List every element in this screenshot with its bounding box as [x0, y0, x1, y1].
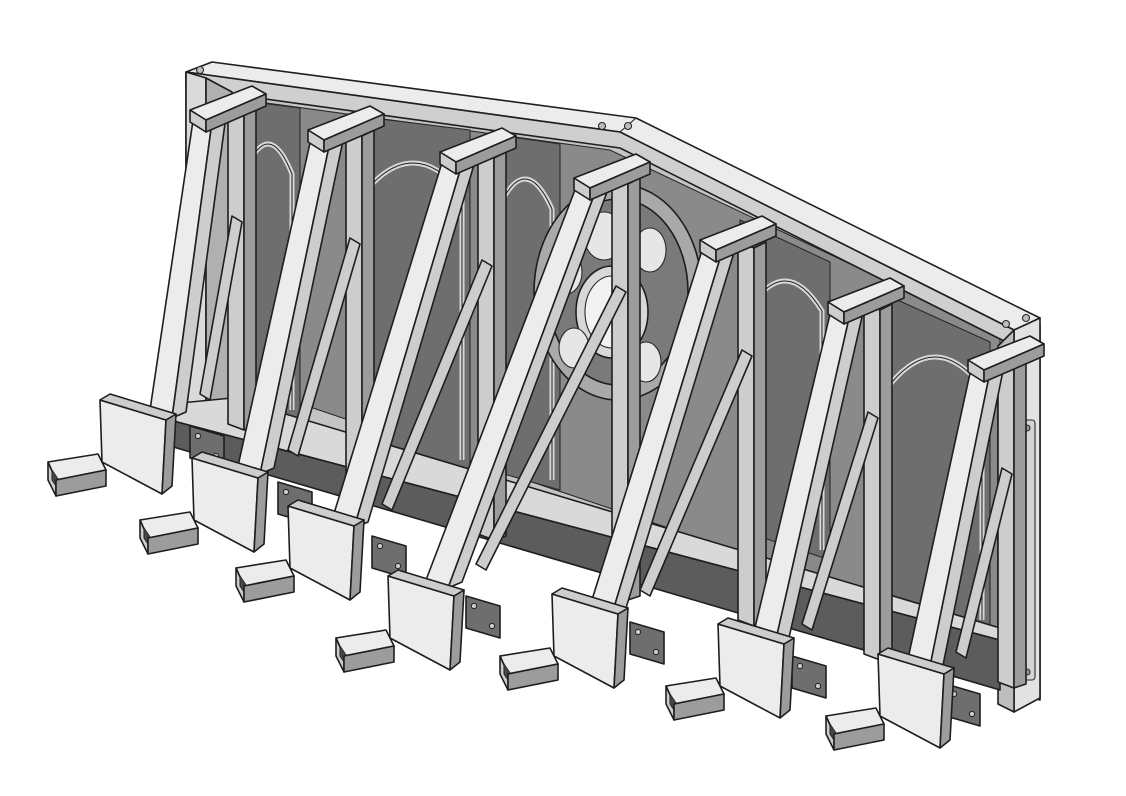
back-post — [863, 303, 881, 661]
back-post-side — [879, 303, 893, 661]
foot — [825, 647, 955, 751]
beam-bolt — [195, 65, 205, 75]
foot-hopper-top — [191, 451, 269, 479]
plate-bolt — [376, 542, 384, 550]
back-post-side — [243, 107, 257, 431]
foot-tube-side — [507, 663, 559, 691]
upright-frame — [425, 153, 651, 639]
feet — [47, 393, 955, 751]
foot-hopper-top — [287, 499, 365, 527]
foot-hopper-top — [877, 647, 955, 675]
diagonal-strut — [287, 237, 361, 457]
diagonal-strut — [639, 349, 753, 597]
beam-bolt — [1001, 319, 1011, 329]
connector-plate — [629, 621, 665, 665]
cap-block-side — [715, 223, 777, 263]
upright-frame — [905, 335, 1045, 727]
upright-frame — [237, 105, 385, 525]
plate-bolt — [282, 488, 290, 496]
cap-block-side — [843, 285, 905, 325]
foot — [335, 569, 465, 673]
diagonal-strut — [801, 411, 879, 631]
diagonal-strut — [955, 467, 1013, 659]
foot-tube-side — [55, 469, 107, 497]
plate-bolt — [814, 682, 822, 690]
upright-frame — [589, 215, 777, 665]
foot — [499, 587, 629, 691]
cap-block-side — [323, 113, 385, 153]
upright-frames — [149, 85, 1045, 727]
foot-tube-side — [673, 693, 725, 721]
connector-plate — [791, 655, 827, 699]
foot — [665, 617, 795, 721]
plate-bolt — [968, 710, 976, 718]
foot — [139, 451, 269, 555]
cap-block-side — [455, 135, 517, 175]
foot-tube-side — [147, 527, 199, 555]
diagonal-strut — [199, 215, 243, 401]
plate-bolt — [470, 602, 478, 610]
diagonal-strut — [475, 285, 627, 571]
upright-frame — [149, 85, 267, 469]
back-post-side — [753, 241, 767, 627]
foot-tube-side — [343, 645, 395, 673]
back-post-side — [1013, 359, 1027, 689]
back-post — [737, 241, 755, 627]
foot-hopper-top — [99, 393, 177, 421]
foot-tube-side — [833, 723, 885, 751]
plate-bolt — [652, 648, 660, 656]
beam-bolt — [623, 121, 633, 131]
cap-block-side — [983, 343, 1045, 383]
diagonal-strut — [381, 259, 493, 511]
plate-bolt — [488, 622, 496, 630]
foot — [235, 499, 365, 603]
back-post — [997, 359, 1015, 689]
plate-bolt — [634, 628, 642, 636]
beam-bolt — [1021, 313, 1031, 323]
foot-hopper-top — [387, 569, 465, 597]
foot-hopper-top — [717, 617, 795, 645]
foot-hopper-top — [551, 587, 629, 615]
foot — [47, 393, 177, 497]
connector-plate — [465, 595, 501, 639]
cap-block-side — [205, 93, 267, 133]
plate-bolt — [394, 562, 402, 570]
plate-bolt — [796, 662, 804, 670]
beam-bolt — [597, 121, 607, 131]
plate-bolt — [194, 432, 202, 440]
upright-frame — [751, 277, 905, 699]
foot-tube-side — [243, 575, 295, 603]
cap-block-side — [589, 161, 651, 201]
